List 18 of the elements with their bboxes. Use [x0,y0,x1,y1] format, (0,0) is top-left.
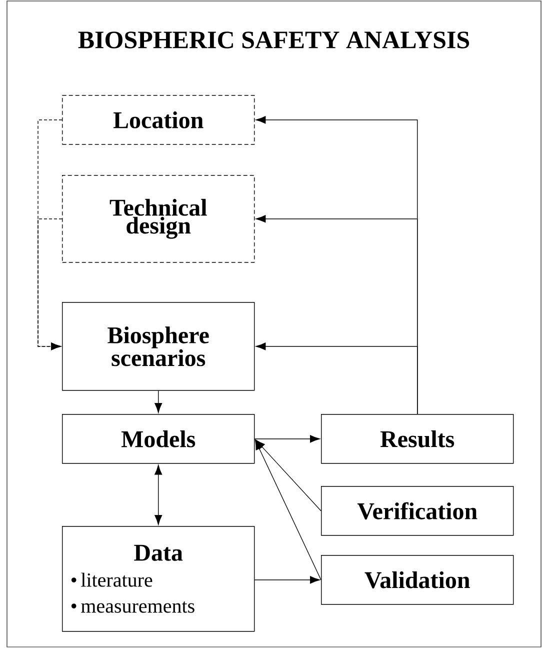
arrow [254,435,320,443]
process-box: Biosphere scenarios [62,302,255,391]
process-box: Verification [321,486,514,536]
process-box: Models [62,414,255,464]
arrow [256,342,418,414]
process-box: Validation [321,555,514,605]
process-box: Location [62,95,255,145]
bullet-item: • literature [71,572,152,587]
arrow [254,440,322,580]
arrow [38,218,62,350]
title: BIOSPHERIC SAFETY ANALYSIS [78,32,470,48]
process-box: Results [321,414,514,464]
arrow [254,576,320,584]
process-box: Technical design [62,175,255,263]
process-box: Data • literature • measurements [62,526,255,632]
arrow [154,464,162,525]
arrow [154,390,162,413]
bullet-item: • measurements [71,601,194,613]
